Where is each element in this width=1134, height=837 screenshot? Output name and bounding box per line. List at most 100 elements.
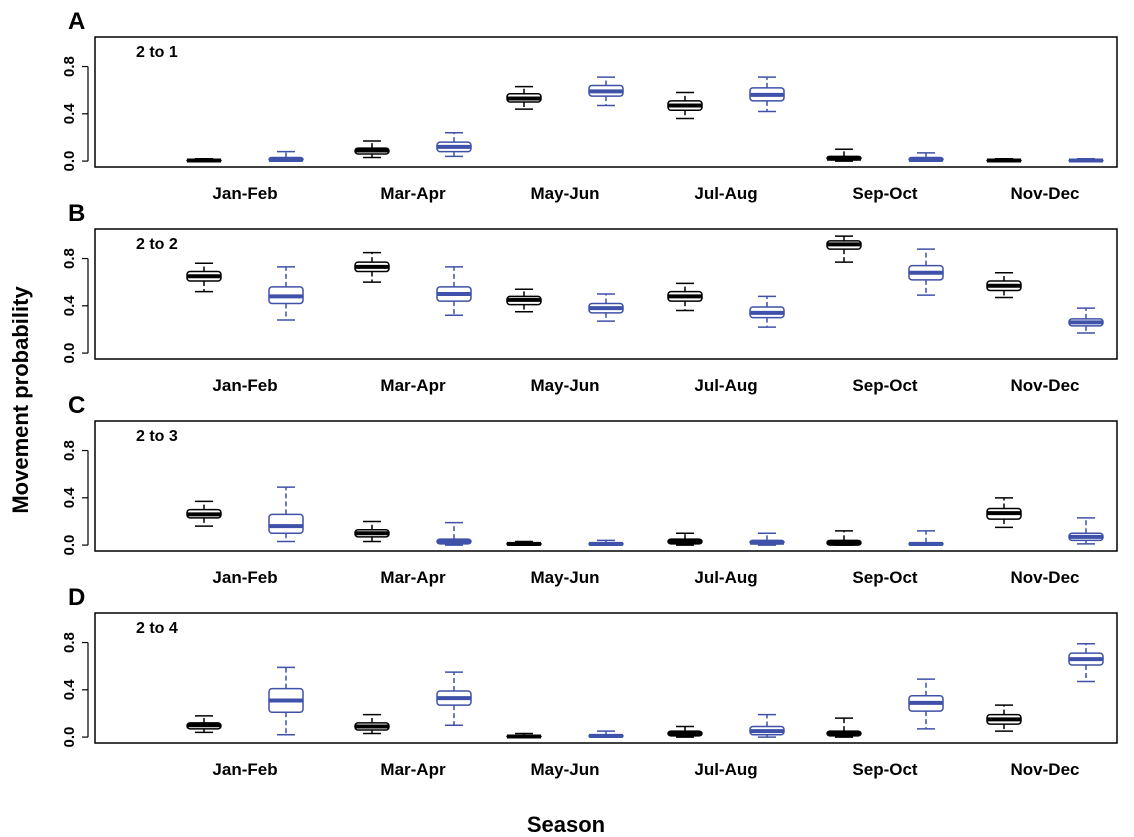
panel-letter: B [68, 200, 85, 227]
x-tick-label: Mar-Apr [380, 184, 446, 203]
box-blue-jul-aug [749, 532, 785, 546]
panel-label: 2 to 4 [136, 620, 178, 637]
box-blue-nov-dec [1068, 157, 1104, 163]
x-tick-label: Sep-Oct [852, 376, 918, 395]
x-tick-label: May-Jun [531, 760, 600, 779]
box-black-nov-dec [986, 271, 1022, 299]
box-black-nov-dec [986, 157, 1022, 163]
box-black-mar-apr [354, 251, 390, 283]
box-blue-sep-oct [908, 530, 944, 546]
box-black-may-jun [506, 288, 542, 313]
box-black-mar-apr [354, 140, 390, 159]
box-blue-sep-oct [908, 152, 944, 162]
box-blue-may-jun [588, 293, 624, 322]
box-black-may-jun [506, 732, 542, 739]
panel-frame [94, 228, 1118, 360]
x-tick-label: Nov-Dec [1011, 568, 1080, 587]
box-black-sep-oct [826, 717, 862, 738]
box-black-jan-feb [186, 262, 222, 293]
x-tick-label: Jul-Aug [694, 760, 757, 779]
box-blue-may-jun [588, 76, 624, 107]
y-tick-label: 0.0 [61, 151, 78, 172]
box-blue-mar-apr [436, 131, 472, 158]
y-tick-label: 0.0 [61, 727, 78, 748]
x-tick-label: Jan-Feb [212, 184, 277, 203]
box-black-jul-aug [667, 91, 703, 120]
x-tick-label: Mar-Apr [380, 376, 446, 395]
y-tick-label: 0.4 [61, 679, 78, 701]
panel-letter: D [68, 584, 85, 611]
x-tick-label: Nov-Dec [1011, 760, 1080, 779]
box-black-sep-oct [826, 530, 862, 546]
box-black-may-jun [506, 540, 542, 546]
panel-label: 2 to 1 [136, 44, 178, 61]
box-black-jan-feb [186, 715, 222, 734]
x-tick-label: Mar-Apr [380, 760, 446, 779]
box-blue-mar-apr [436, 521, 472, 546]
box-blue-jul-aug [749, 76, 785, 113]
box-blue-nov-dec [1068, 517, 1104, 545]
y-tick-label: 0.8 [61, 248, 78, 269]
y-tick-label: 0.8 [61, 440, 78, 461]
box-blue-jan-feb [268, 266, 304, 321]
panel-letter: C [68, 392, 85, 419]
y-axis-title: Movement probability [8, 286, 33, 514]
panel-label: 2 to 2 [136, 236, 178, 253]
x-tick-label: Nov-Dec [1011, 376, 1080, 395]
x-tick-label: Jan-Feb [212, 760, 277, 779]
box-black-nov-dec [986, 704, 1022, 732]
x-tick-label: Jul-Aug [694, 568, 757, 587]
x-tick-label: Sep-Oct [852, 760, 918, 779]
box-black-jul-aug [667, 282, 703, 312]
box-black-nov-dec [986, 497, 1022, 529]
x-tick-label: Nov-Dec [1011, 184, 1080, 203]
panel-frame [94, 420, 1118, 552]
box-black-jul-aug [667, 725, 703, 738]
panel-frame [94, 36, 1118, 168]
x-tick-label: Jan-Feb [212, 568, 277, 587]
box-black-jul-aug [667, 532, 703, 546]
panel-frame [94, 612, 1118, 744]
box-blue-sep-oct [908, 678, 944, 730]
box-black-sep-oct [826, 148, 862, 162]
y-tick-label: 0.4 [61, 103, 78, 125]
box-blue-jan-feb [268, 486, 304, 543]
x-axis-title: Season [527, 812, 605, 837]
y-tick-label: 0.0 [61, 343, 78, 364]
box-black-mar-apr [354, 520, 390, 543]
panel-label: 2 to 3 [136, 428, 178, 445]
box-blue-jul-aug [749, 295, 785, 328]
box-blue-nov-dec [1068, 642, 1104, 683]
x-tick-label: Jul-Aug [694, 376, 757, 395]
y-tick-label: 0.4 [61, 295, 78, 317]
box-black-sep-oct [826, 235, 862, 263]
y-tick-label: 0.8 [61, 56, 78, 77]
x-tick-label: Sep-Oct [852, 568, 918, 587]
y-tick-label: 0.4 [61, 487, 78, 509]
box-blue-nov-dec [1068, 307, 1104, 334]
x-tick-label: May-Jun [531, 184, 600, 203]
box-blue-jan-feb [268, 150, 304, 162]
x-tick-label: Sep-Oct [852, 184, 918, 203]
box-iqr [268, 513, 304, 535]
box-blue-may-jun [588, 539, 624, 546]
x-tick-label: Jul-Aug [694, 184, 757, 203]
box-blue-sep-oct [908, 248, 944, 296]
x-tick-label: May-Jun [531, 568, 600, 587]
x-tick-label: Mar-Apr [380, 568, 446, 587]
box-blue-mar-apr [436, 671, 472, 727]
y-tick-label: 0.0 [61, 535, 78, 556]
box-blue-mar-apr [436, 266, 472, 317]
panel-letter: A [68, 8, 85, 35]
x-tick-label: May-Jun [531, 376, 600, 395]
box-black-mar-apr [354, 713, 390, 735]
box-blue-jan-feb [268, 666, 304, 736]
y-tick-label: 0.8 [61, 632, 78, 653]
box-black-jan-feb [186, 500, 222, 527]
box-black-may-jun [506, 85, 542, 110]
